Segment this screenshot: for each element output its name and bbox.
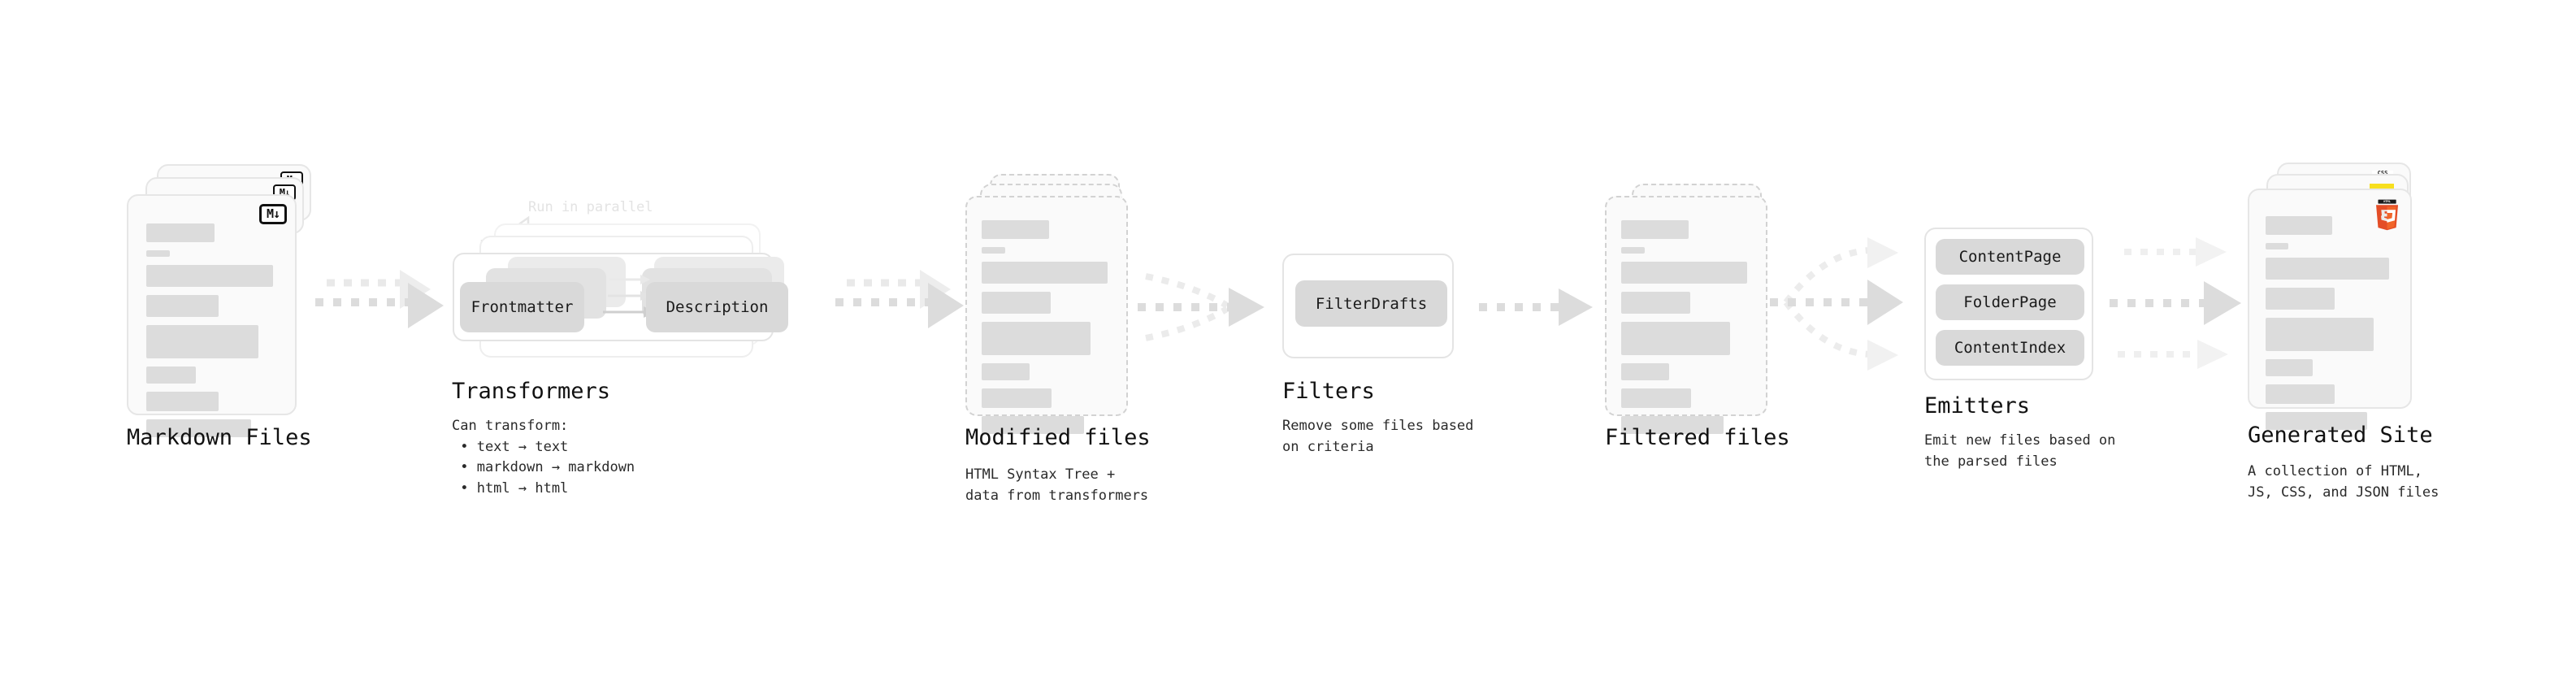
placeholder-line (2266, 216, 2333, 235)
placeholder-line (982, 292, 1051, 314)
generated-site-subtitle: A collection of HTML, JS, CSS, and JSON … (2248, 463, 2439, 501)
markdown-badge: M↓ (259, 204, 287, 224)
arrow-filters-to-filtered (1479, 288, 1593, 326)
placeholder-line (982, 363, 1030, 380)
placeholder-line (1621, 247, 1645, 254)
run-in-parallel-label: Run in parallel (528, 199, 653, 215)
placeholder-line (2266, 412, 2367, 430)
filtered-placeholder-lines (1621, 220, 1751, 442)
transformers-title: Transformers (452, 379, 611, 404)
placeholder-line (982, 388, 1052, 408)
transformers-subtitle: Can transform: • text → text • markdown … (452, 418, 635, 497)
placeholder-line (2266, 258, 2389, 280)
filters-subtitle: Remove some files based on criteria (1282, 418, 1474, 455)
placeholder-line (146, 367, 197, 384)
placeholder-line (2266, 359, 2314, 376)
placeholder-line (1621, 262, 1748, 284)
placeholder-line (146, 392, 219, 411)
arrow-md-to-transformers (315, 270, 444, 328)
placeholder-line (1621, 388, 1692, 408)
generated-site-title: Generated Site (2248, 423, 2433, 448)
placeholder-line (1621, 416, 1724, 434)
placeholder-line (1621, 292, 1690, 314)
content-index-chip[interactable]: ContentIndex (1936, 330, 2084, 366)
content-page-chip[interactable]: ContentPage (1936, 239, 2084, 275)
html5-icon: HTML (2374, 199, 2400, 231)
modified-files-title: Modified files (965, 425, 1151, 450)
modified-card-front (965, 196, 1128, 434)
modified-files-subtitle: HTML Syntax Tree + data from transformer… (965, 466, 1149, 504)
frontmatter-chip[interactable]: Frontmatter (460, 282, 584, 332)
emitters-title: Emitters (1924, 393, 2031, 419)
placeholder-line (146, 223, 215, 242)
placeholder-line (2266, 384, 2335, 404)
arrow-transformers-to-modified (835, 270, 964, 328)
filter-drafts-chip[interactable]: FilterDrafts (1295, 280, 1447, 327)
modified-placeholder-lines (982, 220, 1112, 442)
site-card-front: HTML (2248, 189, 2412, 430)
arrow-modified-to-filters (1138, 273, 1264, 341)
placeholder-line (982, 220, 1050, 239)
placeholder-line (2266, 318, 2374, 351)
placeholder-line (146, 265, 274, 287)
arrow-filtered-to-emitters (1770, 237, 1903, 371)
placeholder-line (146, 325, 259, 358)
description-chip[interactable]: Description (646, 282, 788, 332)
filtered-card-front (1605, 196, 1767, 434)
placeholder-line (982, 247, 1005, 254)
markdown-files-title: Markdown Files (127, 425, 312, 450)
placeholder-line (982, 322, 1091, 355)
placeholder-line (146, 295, 219, 317)
site-placeholder-lines (2266, 216, 2394, 438)
arrow-emitters-to-site (2110, 237, 2241, 369)
placeholder-line (1621, 363, 1670, 380)
placeholder-line (982, 262, 1108, 284)
placeholder-line (1621, 322, 1731, 355)
transformer-internal-arrows (603, 275, 655, 318)
filtered-files-title: Filtered files (1605, 425, 1790, 450)
placeholder-line (2266, 288, 2335, 310)
placeholder-line (1621, 220, 1689, 239)
markdown-placeholder-lines (146, 223, 277, 445)
placeholder-line (146, 419, 251, 437)
placeholder-line (2266, 243, 2289, 249)
markdown-card-front: M↓ (127, 194, 297, 437)
emitters-subtitle: Emit new files based on the parsed files (1924, 432, 2116, 470)
filters-title: Filters (1282, 379, 1375, 404)
placeholder-line (146, 250, 170, 257)
folder-page-chip[interactable]: FolderPage (1936, 284, 2084, 320)
placeholder-line (982, 416, 1085, 434)
svg-text:HTML: HTML (2383, 200, 2391, 203)
